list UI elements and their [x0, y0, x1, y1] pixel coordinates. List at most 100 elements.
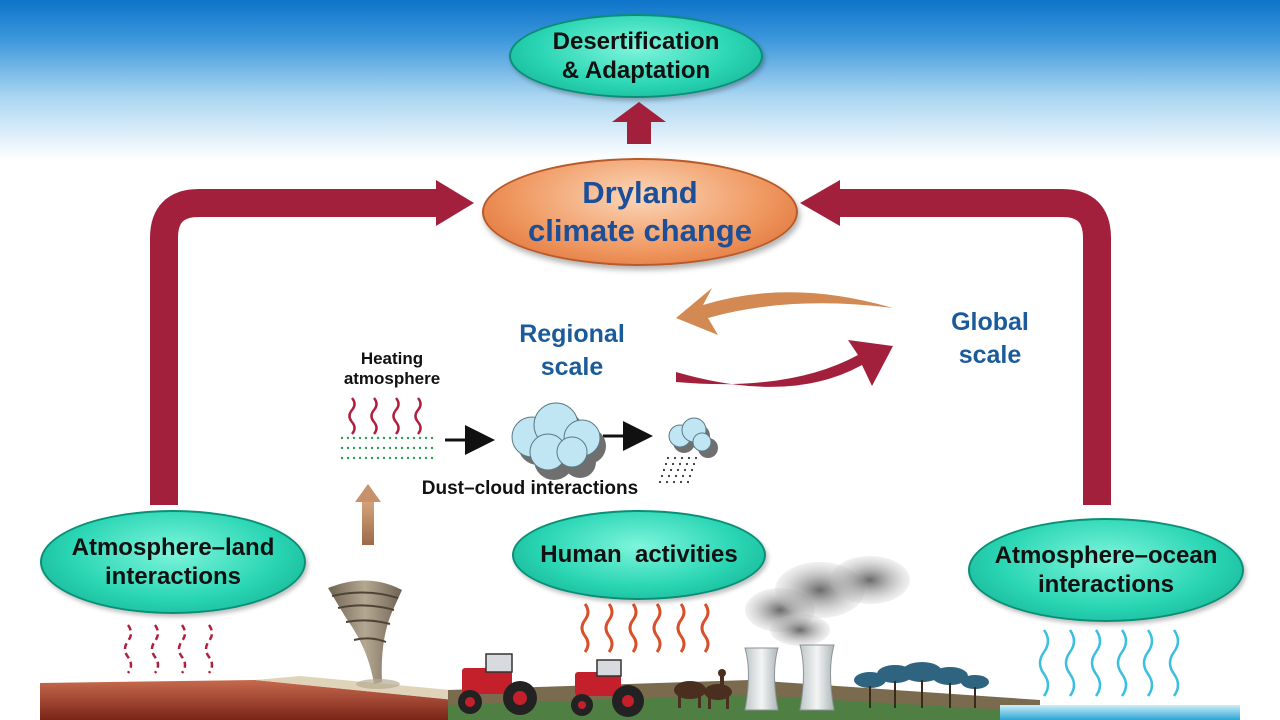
- rain-drop: [660, 474, 664, 478]
- dust-particle: [352, 436, 356, 440]
- rain-drop: [681, 474, 685, 478]
- rain-drop: [685, 462, 689, 466]
- heating-line2: atmosphere: [343, 369, 441, 389]
- rain-drop: [671, 462, 675, 466]
- human-activities-node: Human activities: [512, 510, 766, 600]
- rain-drop: [686, 480, 690, 484]
- dust-particle: [400, 446, 404, 450]
- dust-particle: [364, 456, 368, 460]
- tractor-icon: [571, 659, 644, 717]
- dust-particle: [388, 456, 392, 460]
- rain-drop: [672, 480, 676, 484]
- dust-particle: [400, 436, 404, 440]
- dust-particle: [364, 446, 368, 450]
- dust-particle: [412, 446, 416, 450]
- dust-particle: [430, 456, 434, 460]
- desertification-label-line1: Desertification: [552, 27, 720, 55]
- rain-drop: [694, 456, 698, 460]
- dust-particle: [412, 436, 416, 440]
- dryland-label-line2: climate change: [528, 213, 752, 248]
- dust-particle: [358, 446, 362, 450]
- rain-drop: [673, 456, 677, 460]
- dust-particle: [418, 446, 422, 450]
- dust-particle: [358, 436, 362, 440]
- dust-particle: [370, 456, 374, 460]
- cooling-towers-icon: [744, 644, 835, 711]
- rain-drop: [669, 468, 673, 472]
- dryland-label-line1: Dryland: [582, 175, 698, 211]
- ocean-label-line2: interactions: [1037, 571, 1175, 598]
- dust-particle: [346, 456, 350, 460]
- left-feedback-arrow: [150, 180, 474, 505]
- regional-scale-label: Regional scale: [502, 318, 642, 383]
- dust-particle: [340, 446, 344, 450]
- global-line1: Global: [951, 308, 1029, 336]
- atmosphere-ocean-node: Atmosphere–ocean interactions: [968, 518, 1244, 622]
- ocean-heat-waves-icon: [1038, 629, 1180, 697]
- rain-drop: [683, 468, 687, 472]
- dust-particle: [394, 456, 398, 460]
- dryland-climate-change-node: Dryland climate change: [482, 158, 798, 266]
- trees-icon: [854, 662, 989, 708]
- dust-particle: [424, 456, 428, 460]
- dust-particle: [352, 446, 356, 450]
- dust-particle: [418, 436, 422, 440]
- rain-drop: [687, 456, 691, 460]
- rain-drop: [680, 456, 684, 460]
- heating-waves-icon: [348, 397, 422, 435]
- dust-particle: [394, 436, 398, 440]
- desertification-label-line2: & Adaptation: [561, 57, 711, 84]
- ocean-label-line1: Atmosphere–ocean: [994, 541, 1218, 569]
- plough-animals-icon: [674, 669, 732, 709]
- dust-particle: [370, 436, 374, 440]
- dust-particle: [376, 446, 380, 450]
- dust-particle: [424, 436, 428, 440]
- dust-particle: [412, 456, 416, 460]
- atmosphere-land-node: Atmosphere–land interactions: [40, 510, 306, 614]
- human-activities-label: Human activities: [540, 541, 738, 569]
- dust-particle: [376, 456, 380, 460]
- dust-particle: [430, 446, 434, 450]
- tractor-icon: [458, 653, 537, 715]
- global-line2: scale: [958, 340, 1022, 369]
- upward-heat-arrow: [355, 484, 381, 545]
- dust-particle: [388, 436, 392, 440]
- regional-line2: scale: [540, 352, 604, 381]
- dust-cloud-interactions-label: Dust–cloud interactions: [421, 478, 639, 499]
- heating-line1: Heating: [360, 349, 424, 368]
- rain-drop: [678, 462, 682, 466]
- ocean-water: [1000, 705, 1240, 720]
- land-label-line1: Atmosphere–land: [71, 533, 275, 561]
- rain-drop: [664, 462, 668, 466]
- dust-particle: [382, 456, 386, 460]
- rain-drop: [666, 456, 670, 460]
- rain-drop: [658, 480, 662, 484]
- dust-particle: [388, 446, 392, 450]
- global-scale-label: Global scale: [920, 306, 1060, 371]
- rain-drop: [676, 468, 680, 472]
- dust-particle: [364, 436, 368, 440]
- heating-atmosphere-label: Heating atmosphere: [322, 349, 462, 390]
- land-heat-waves-icon: [123, 624, 214, 674]
- dust-particle: [394, 446, 398, 450]
- land-label-line2: interactions: [104, 563, 242, 590]
- dust-particle: [406, 456, 410, 460]
- dust-particle: [352, 456, 356, 460]
- right-feedback-arrow: [800, 180, 1111, 505]
- rain-drops: [658, 456, 698, 484]
- dust-particle: [400, 456, 404, 460]
- dust-particle: [346, 436, 350, 440]
- dust-particle: [340, 456, 344, 460]
- dust-particle: [406, 436, 410, 440]
- cloud-icon: [511, 402, 606, 480]
- rain-cloud-icon: [668, 417, 718, 458]
- dust-particle: [406, 446, 410, 450]
- dust-particle: [382, 446, 386, 450]
- global-to-regional-arrow: [676, 288, 893, 335]
- dust-particle: [382, 436, 386, 440]
- dust-particle: [346, 446, 350, 450]
- dust-particle: [376, 436, 380, 440]
- rain-drop: [674, 474, 678, 478]
- rain-drop: [667, 474, 671, 478]
- dust-dots: [340, 436, 434, 460]
